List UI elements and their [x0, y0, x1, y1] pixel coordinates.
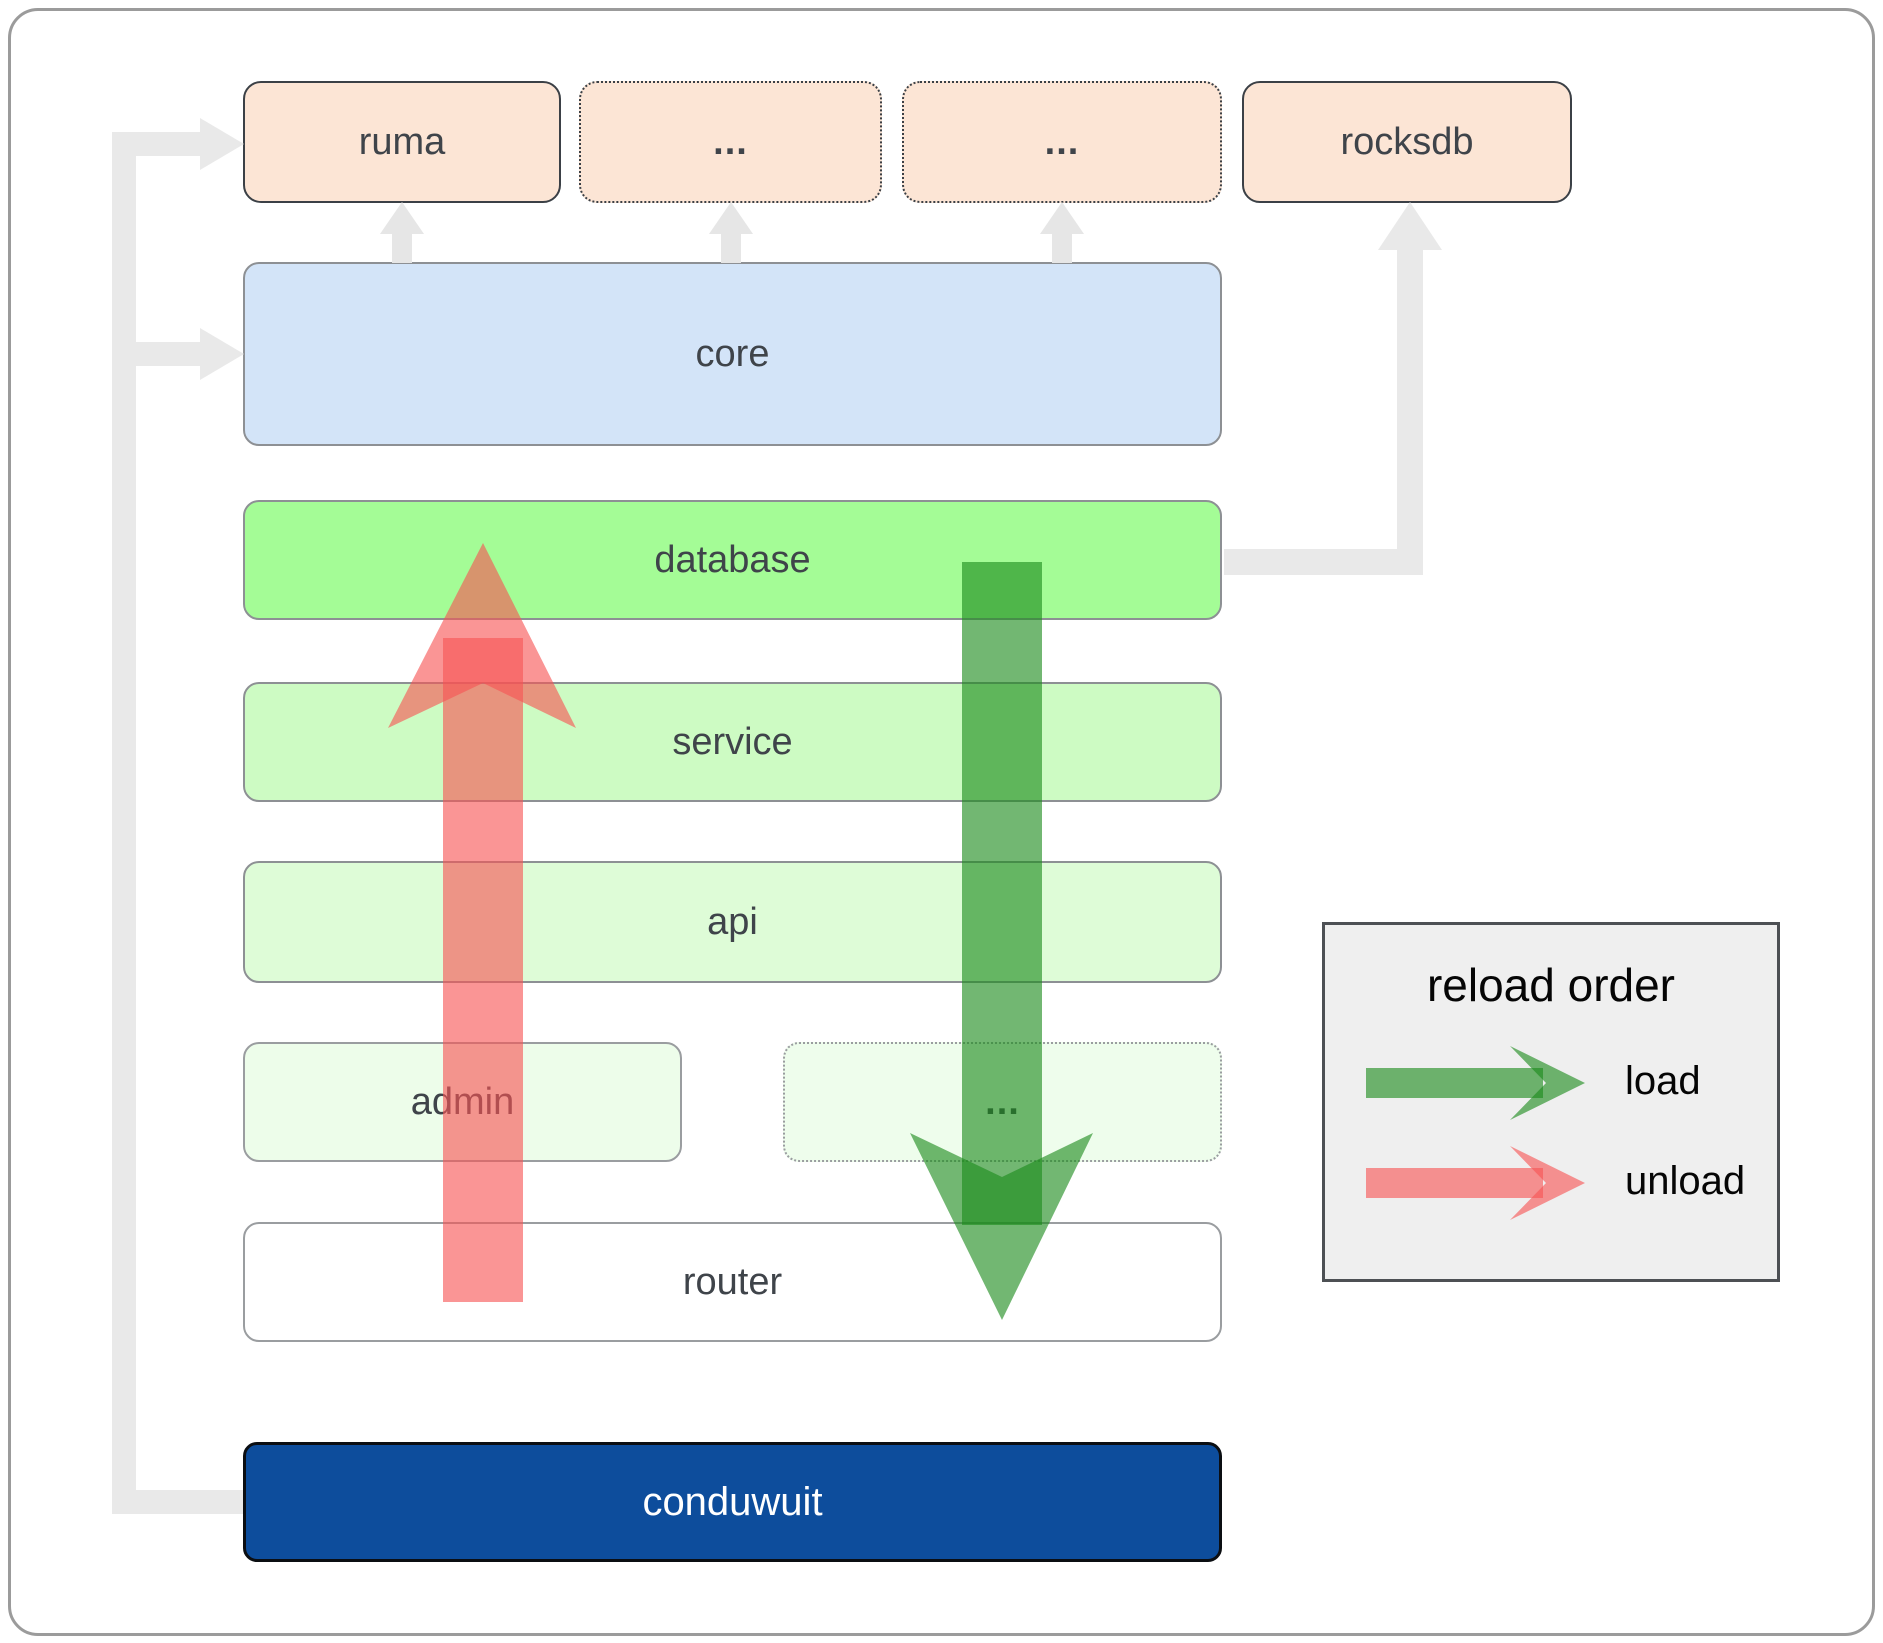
box-admin-label: admin	[410, 1080, 515, 1123]
box-api-label: api	[707, 900, 758, 943]
box-api: api	[243, 861, 1222, 983]
box-ruma: ruma	[243, 81, 561, 203]
box-other-dependency-2-label: ...	[1044, 120, 1080, 163]
legend-unload-arrow-icon	[1366, 1146, 1585, 1220]
box-ruma-label: ruma	[358, 120, 446, 163]
box-core-label: core	[695, 332, 770, 375]
box-other-services: ...	[783, 1042, 1222, 1162]
legend-load-label: load	[1625, 1059, 1701, 1103]
diagram-border	[8, 8, 1875, 1636]
box-other-dependency-1-label: ...	[713, 120, 748, 163]
legend-load-arrow-icon	[1366, 1046, 1585, 1120]
box-other-dependency-2: ...	[902, 81, 1222, 203]
box-service: service	[243, 682, 1222, 802]
box-database: database	[243, 500, 1222, 620]
box-other-dependency-1: ...	[579, 81, 882, 203]
box-service-label: service	[672, 720, 793, 763]
box-router-label: router	[682, 1260, 783, 1303]
box-admin: admin	[243, 1042, 682, 1162]
legend-panel: reload order load unload	[1322, 922, 1780, 1282]
box-rocksdb-label: rocksdb	[1340, 120, 1474, 163]
box-rocksdb: rocksdb	[1242, 81, 1572, 203]
box-database-label: database	[654, 538, 811, 581]
box-other-services-label: ...	[985, 1080, 1020, 1123]
box-core: core	[243, 262, 1222, 446]
legend-title: reload order	[1426, 959, 1676, 1011]
box-conduwuit-label: conduwuit	[642, 1479, 823, 1524]
legend-unload-label: unload	[1625, 1159, 1746, 1203]
box-conduwuit: conduwuit	[243, 1442, 1222, 1562]
box-router: router	[243, 1222, 1222, 1342]
